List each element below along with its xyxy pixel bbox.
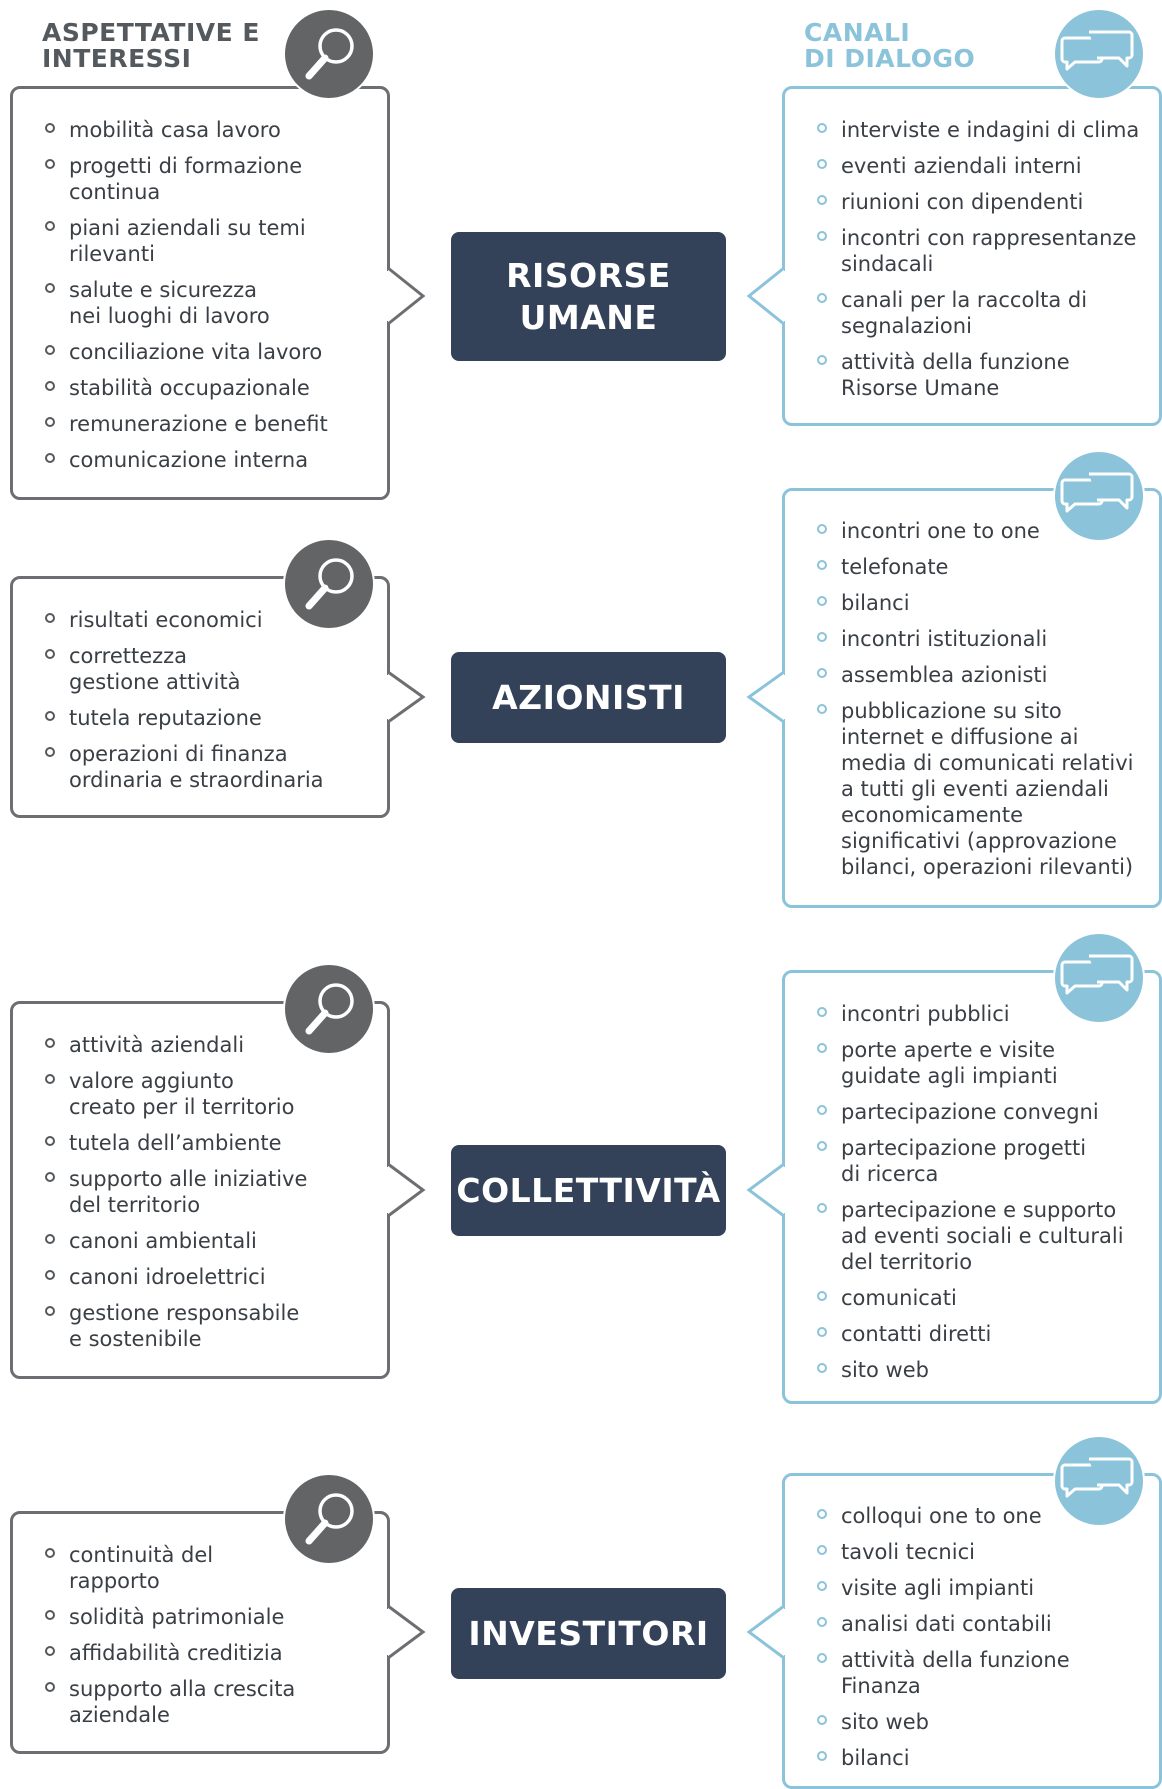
list-item: correttezza gestione attività [43,643,383,695]
list-item: tutela reputazione [43,705,383,731]
stakeholder-label-investitori: INVESTITORI [451,1588,726,1679]
search-icon [283,8,375,100]
list-item: solidità patrimoniale [43,1604,383,1630]
list-item: comunicazione interna [43,447,383,473]
chat-bubbles-icon [1053,8,1145,100]
list-item: valore aggiunto creato per il territorio [43,1068,383,1120]
list-item: continuità del rapporto [43,1542,383,1594]
interests-box-risorse-umane: mobilità casa lavoro progetti di formazi… [10,86,390,500]
list-item: attività della funzione Finanza [815,1647,1155,1699]
list-item: partecipazione progetti di ricerca [815,1135,1155,1187]
pointer-tail-right [746,266,785,326]
list-item: attività aziendali [43,1032,383,1058]
channels-list: colloqui one to one tavoli tecnici visit… [815,1503,1155,1771]
list-item: comunicati [815,1285,1155,1311]
stakeholder-label-risorse-umane: RISORSE UMANE [451,232,726,361]
list-item: canoni idroelettrici [43,1264,383,1290]
list-item: mobilità casa lavoro [43,117,383,143]
channels-list: incontri one to one telefonate bilanci i… [815,518,1155,880]
pointer-tail-right [746,1162,785,1218]
list-item: tavoli tecnici [815,1539,1155,1565]
list-item: colloqui one to one [815,1503,1155,1529]
interests-list: attività aziendali valore aggiunto creat… [43,1032,383,1352]
interests-heading-line-2: INTERESSI [42,44,192,73]
list-item: visite agli impianti [815,1575,1155,1601]
list-item: gestione responsabile e sostenibile [43,1300,383,1352]
list-item: supporto alla crescita aziendale [43,1676,383,1728]
channels-heading: CANALI DI DIALOGO [804,20,975,72]
list-item: remunerazione e benefit [43,411,383,437]
pointer-tail-left [387,1604,426,1660]
list-item: salute e sicurezza nei luoghi di lavoro [43,277,383,329]
list-item: partecipazione convegni [815,1099,1155,1125]
list-item: conciliazione vita lavoro [43,339,383,365]
interests-heading: ASPETTATIVE E INTERESSI [42,20,260,72]
list-item: supporto alle iniziative del territorio [43,1166,383,1218]
stakeholder-label-collettivita: COLLETTIVITÀ [451,1145,726,1236]
list-item: telefonate [815,554,1155,580]
stakeholder-label-azionisti: AZIONISTI [451,652,726,743]
list-item: sito web [815,1357,1155,1383]
list-item: piani aziendali su temi rilevanti [43,215,383,267]
list-item: sito web [815,1709,1155,1735]
channels-box-azionisti: incontri one to one telefonate bilanci i… [782,488,1162,908]
list-item: incontri one to one [815,518,1155,544]
list-item: canali per la raccolta di segnalazioni [815,287,1155,339]
list-item: operazioni di finanza ordinaria e straor… [43,741,383,793]
channels-list: interviste e indagini di clima eventi az… [815,117,1155,401]
list-item: bilanci [815,1745,1155,1771]
list-item: incontri con rappresentanze sindacali [815,225,1155,277]
search-icon [283,538,375,630]
interests-list: continuità del rapporto solidità patrimo… [43,1542,383,1728]
list-item: attività della funzione Risorse Umane [815,349,1155,401]
search-icon [283,963,375,1055]
chat-bubbles-icon [1053,450,1145,542]
interests-box-collettivita: attività aziendali valore aggiunto creat… [10,1001,390,1379]
list-item: partecipazione e supporto ad eventi soci… [815,1197,1155,1275]
pointer-tail-left [387,1162,426,1218]
list-item: stabilità occupazionale [43,375,383,401]
interests-list: mobilità casa lavoro progetti di formazi… [43,117,383,473]
channels-box-risorse-umane: interviste e indagini di clima eventi az… [782,86,1162,426]
list-item: assemblea azionisti [815,662,1155,688]
channels-box-collettivita: incontri pubblici porte aperte e visite … [782,970,1162,1404]
list-item: incontri pubblici [815,1001,1155,1027]
list-item: risultati economici [43,607,383,633]
list-item: pubblicazione su sito internet e diffusi… [815,698,1155,880]
list-item: tutela dell’ambiente [43,1130,383,1156]
interests-list: risultati economici correttezza gestione… [43,607,383,793]
interests-heading-line-1: ASPETTATIVE E [42,18,260,47]
list-item: incontri istituzionali [815,626,1155,652]
list-item: porte aperte e visite guidate agli impia… [815,1037,1155,1089]
list-item: bilanci [815,590,1155,616]
list-item: analisi dati contabili [815,1611,1155,1637]
pointer-tail-right [746,670,785,724]
list-item: progetti di formazione continua [43,153,383,205]
list-item: contatti diretti [815,1321,1155,1347]
list-item: affidabilità creditizia [43,1640,383,1666]
pointer-tail-left [387,266,426,326]
chat-bubbles-icon [1053,932,1145,1024]
channels-list: incontri pubblici porte aperte e visite … [815,1001,1155,1383]
list-item: eventi aziendali interni [815,153,1155,179]
channels-heading-line-2: DI DIALOGO [804,44,976,73]
pointer-tail-left [387,670,426,724]
pointer-tail-right [746,1604,785,1660]
list-item: interviste e indagini di clima [815,117,1155,143]
chat-bubbles-icon [1053,1435,1145,1527]
channels-heading-line-1: CANALI [804,18,911,47]
list-item: canoni ambientali [43,1228,383,1254]
list-item: riunioni con dipendenti [815,189,1155,215]
search-icon [283,1473,375,1565]
